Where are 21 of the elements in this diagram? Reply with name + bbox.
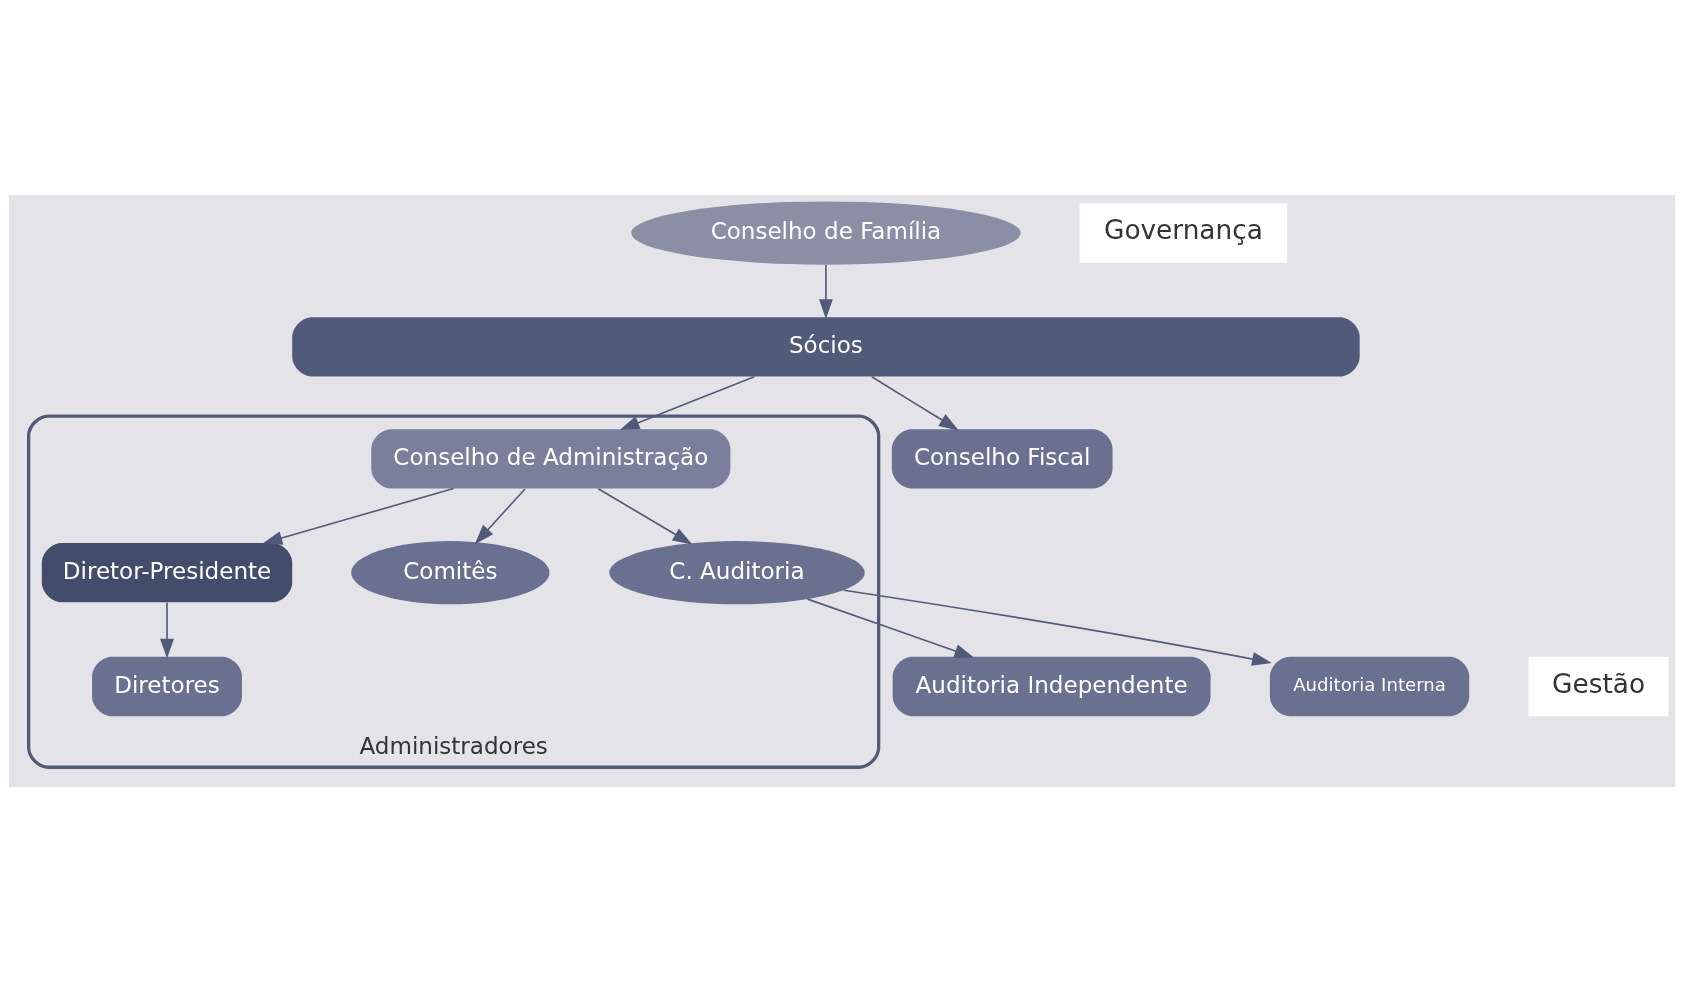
arrow — [819, 263, 833, 319]
label: Gestão — [1552, 668, 1645, 699]
arrow — [870, 375, 959, 430]
node-ellipse: Conselho de Família — [631, 200, 1021, 265]
node-box: Auditoria Interna — [1269, 656, 1470, 716]
arrow — [474, 487, 526, 544]
arrow — [160, 601, 174, 659]
node-box: Auditoria Independente — [892, 656, 1211, 716]
node-ellipse: C. Auditoria — [609, 540, 865, 604]
arrow — [619, 375, 756, 430]
arrow — [806, 597, 975, 658]
arrow — [843, 588, 1272, 666]
node-ellipse: Comitês — [351, 540, 550, 604]
node-box: Sócios — [292, 316, 1360, 376]
arrow — [262, 487, 455, 545]
label: Governança — [1103, 214, 1263, 245]
node-box: Conselho de Administração — [371, 428, 731, 489]
node-box: Diretores — [92, 656, 242, 716]
node-box: Conselho Fiscal — [891, 428, 1113, 489]
arrow — [597, 487, 693, 545]
node-box: Diretor-Presidente — [41, 542, 293, 602]
